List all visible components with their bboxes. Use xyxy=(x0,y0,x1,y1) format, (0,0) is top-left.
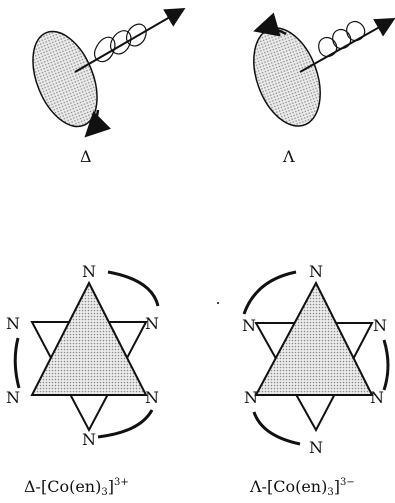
nitrogen-label: N xyxy=(309,438,323,457)
en-chelate-arc xyxy=(97,409,154,439)
lambda-complex-figure xyxy=(242,270,390,446)
nitrogen-label: N xyxy=(242,316,256,335)
delta-complex-label: Δ-[Co(en)3]3+ xyxy=(24,478,129,498)
lambda-symbol: Λ xyxy=(283,147,295,166)
formula-subscript: 3 xyxy=(327,487,334,498)
delta-symbol: Δ xyxy=(80,147,92,166)
en-chelate-arc xyxy=(252,411,301,446)
en-chelate-arc xyxy=(107,270,160,307)
nitrogen-label: N xyxy=(6,314,20,333)
formula-close: ] xyxy=(333,477,340,496)
nitrogen-label: N xyxy=(370,388,384,407)
helix-coil xyxy=(94,36,116,63)
formula-close: ] xyxy=(107,477,114,496)
helix-coil xyxy=(126,23,147,47)
delta-complex-figure xyxy=(13,270,160,439)
isomer-prefix: Λ- xyxy=(250,477,267,496)
helix-coil xyxy=(110,30,132,55)
en-chelate-arc xyxy=(382,339,390,391)
rotation-arrow xyxy=(84,109,111,138)
rotation-arrow xyxy=(253,12,287,37)
lambda-complex-label: Λ-[Co(en)3]3− xyxy=(250,478,355,498)
formula-subscript: 3 xyxy=(101,487,108,498)
nitrogen-label: N xyxy=(373,316,387,335)
en-chelate-arc xyxy=(242,270,297,315)
lambda-helix-figure xyxy=(253,12,395,127)
nitrogen-label: N xyxy=(82,430,96,449)
axis-arrow xyxy=(74,7,186,73)
formula-body: [Co(en) xyxy=(266,477,328,496)
shaded-disk xyxy=(253,27,321,127)
nitrogen-label: N xyxy=(145,314,159,333)
nitrogen-label: N xyxy=(145,388,159,407)
upper-face-triangle xyxy=(30,280,148,396)
en-chelate-arc xyxy=(13,337,21,389)
charge-superscript: 3− xyxy=(339,477,355,488)
nitrogen-label: N xyxy=(244,388,258,407)
nitrogen-label: N xyxy=(6,388,20,407)
formula-body: [Co(en) xyxy=(40,477,102,496)
delta-helix-figure xyxy=(32,7,186,138)
isomer-prefix: Δ- xyxy=(24,477,41,496)
nitrogen-label: N xyxy=(82,262,96,281)
axis-arrow xyxy=(299,18,395,73)
shaded-disk xyxy=(32,30,98,128)
charge-superscript: 3+ xyxy=(113,477,129,488)
nitrogen-label: N xyxy=(309,262,323,281)
stray-dot xyxy=(217,302,219,304)
upper-face-triangle xyxy=(254,280,374,396)
